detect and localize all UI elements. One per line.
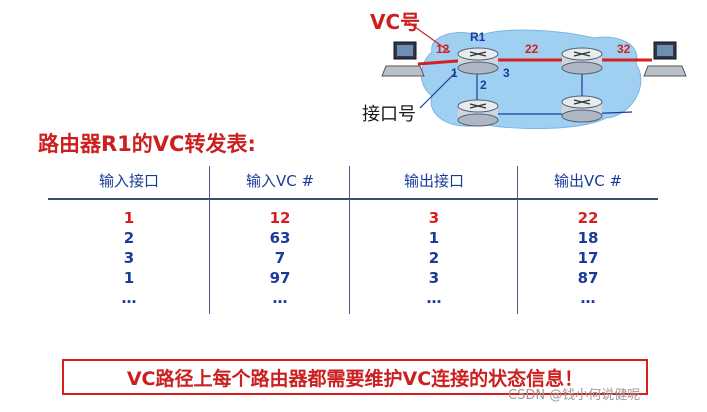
- forwarding-table-title: 路由器R1的VC转发表:: [38, 132, 256, 156]
- table-cell: 22: [577, 209, 599, 227]
- table-cell: …: [121, 289, 137, 307]
- watermark: CSDN @钱小何说健呢: [508, 388, 641, 403]
- port-number-1: 1: [451, 66, 458, 80]
- router-r4: [561, 95, 603, 123]
- router-r1: [457, 47, 499, 75]
- vc-forwarding-table: 输入接口 输入VC # 输出接口 输出VC # 1 12 3 22 2 63 1…: [48, 166, 658, 314]
- vc-number-label: VC号: [370, 10, 421, 34]
- table-cell: 63: [269, 229, 291, 247]
- table-row: 3 7 2 17: [48, 248, 658, 268]
- table-cell: 2: [123, 229, 135, 247]
- table-row: 2 63 1 18: [48, 228, 658, 248]
- vc-number-32: 32: [617, 42, 631, 56]
- table-row: 1 97 3 87: [48, 268, 658, 288]
- vc-state-note: VC路径上每个路由器都需要维护VC连接的状态信息！: [62, 359, 648, 395]
- header-output-interface: 输出接口: [403, 171, 464, 190]
- table-row: … … … …: [48, 288, 658, 308]
- table-cell: 18: [577, 229, 599, 247]
- table-cell: 1: [123, 269, 135, 287]
- port-number-label: 接口号: [362, 104, 416, 125]
- header-divider: [48, 198, 658, 200]
- table-cell: …: [426, 289, 442, 307]
- table-cell: 3: [428, 269, 440, 287]
- table-cell: …: [580, 289, 596, 307]
- port-number-3: 3: [503, 66, 510, 80]
- vc-number-12: 12: [436, 42, 450, 56]
- header-input-interface: 输入接口: [98, 171, 159, 190]
- host-right-icon: [643, 41, 687, 77]
- table-cell: 3: [123, 249, 135, 267]
- column-divider: [349, 166, 350, 314]
- table-cell: 87: [577, 269, 599, 287]
- table-row: 1 12 3 22: [48, 208, 658, 228]
- router-r3: [457, 99, 499, 127]
- table-cell: 1: [428, 229, 440, 247]
- table-cell: …: [272, 289, 288, 307]
- table-cell: 7: [274, 249, 286, 267]
- table-cell: 3: [428, 209, 440, 227]
- header-input-vc: 输入VC #: [245, 171, 315, 190]
- host-left-icon: [381, 41, 425, 77]
- port-label-pointer: [419, 71, 457, 109]
- router-r2: [561, 47, 603, 75]
- vc-number-22: 22: [525, 42, 539, 56]
- table-cell: 1: [123, 209, 135, 227]
- column-divider: [517, 166, 518, 314]
- port-number-2: 2: [480, 78, 487, 92]
- table-cell: 17: [577, 249, 599, 267]
- table-cell: 2: [428, 249, 440, 267]
- vc-label-pointer: [407, 21, 451, 53]
- table-cell: 97: [269, 269, 291, 287]
- table-header: 输入接口 输入VC # 输出接口 输出VC #: [48, 166, 658, 194]
- header-output-vc: 输出VC #: [553, 171, 623, 190]
- table-cell: 12: [269, 209, 291, 227]
- column-divider: [209, 166, 210, 314]
- router-r1-label: R1: [470, 30, 486, 44]
